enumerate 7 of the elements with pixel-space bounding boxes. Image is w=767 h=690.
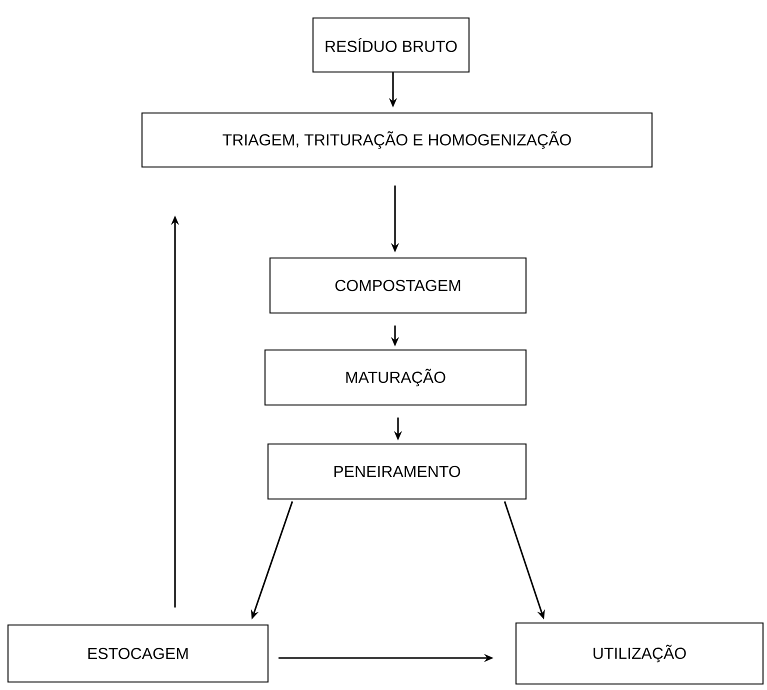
process-box: RESÍDUO BRUTO — [312, 17, 470, 73]
process-box: TRIAGEM, TRITURAÇÃO E HOMOGENIZAÇÃO — [141, 112, 653, 168]
process-box: COMPOSTAGEM — [269, 257, 527, 314]
process-box: MATURAÇÃO — [264, 349, 527, 406]
process-box: PENEIRAMENTO — [267, 443, 527, 500]
process-box: ESTOCAGEM — [7, 624, 269, 683]
process-box: UTILIZAÇÃO — [515, 622, 764, 685]
